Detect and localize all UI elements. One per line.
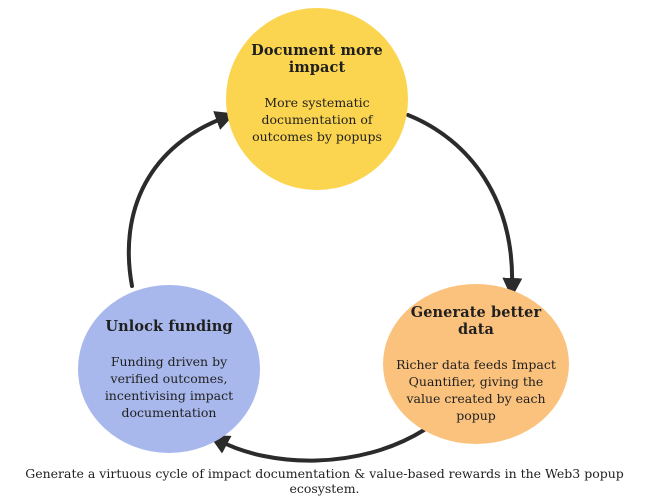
node-document-impact: Document more impact More systematic doc… (226, 8, 408, 190)
arrow-left-to-top (126, 111, 236, 288)
node-generate-data: Generate better data Richer data feeds I… (383, 284, 569, 444)
node-description: Richer data feeds Impact Quantifier, giv… (396, 357, 556, 423)
node-description: More systematic documentation of outcome… (252, 94, 382, 144)
node-description: Funding driven by verified outcomes, inc… (104, 353, 234, 420)
node-title: Document more impact (251, 41, 383, 76)
diagram-caption: Generate a virtuous cycle of impact docu… (25, 466, 624, 496)
arrow-top-to-right (406, 113, 523, 298)
node-title: Unlock funding (105, 317, 233, 335)
node-title: Generate better data (410, 304, 542, 338)
arrow-right-to-left (209, 428, 426, 463)
node-unlock-funding: Unlock funding Funding driven by verifie… (78, 285, 260, 453)
